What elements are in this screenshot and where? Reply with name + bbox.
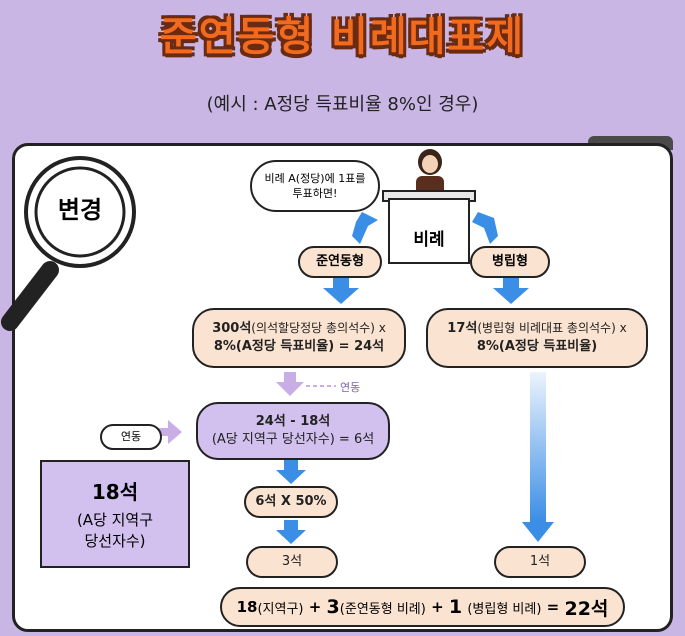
subtract-line-1: 24석 - 18석 xyxy=(255,414,331,430)
page-subtitle: (예시 : A정당 득표비율 8%인 경우) xyxy=(206,94,479,115)
speech-line-1: 비례 A(정당)에 1표를 xyxy=(264,171,366,185)
label-parallel: 병립형 xyxy=(470,246,550,278)
right-result: 1석 xyxy=(494,546,586,578)
district-winners-box: 18석 (A당 지역구 당선자수) xyxy=(40,460,190,568)
ballot-box: 비례 xyxy=(388,198,470,264)
long-arrow-right-head xyxy=(522,522,554,542)
arrow-down-left-2 xyxy=(276,460,306,484)
page-title: 준연동형 비례대표제 xyxy=(159,14,526,60)
total-equation: 18 (지역구) + 3 (준연동형 비례) + 1 (병립형 비례) = 22… xyxy=(220,587,625,627)
arrow-down-left-3 xyxy=(276,520,306,544)
total-parallel-label: (병립형 비례) xyxy=(467,601,542,617)
change-badge: 변경 xyxy=(57,196,103,224)
arrow-lavender-right xyxy=(150,420,182,444)
speech-line-2: 투표하면! xyxy=(292,187,338,200)
half-calc: 6석 X 50% xyxy=(244,486,338,518)
left-result: 3석 xyxy=(246,546,338,578)
calc-subtract: 24석 - 18석 (A당 지역구 당선자수) = 6석 xyxy=(196,402,390,460)
total-result: 22석 xyxy=(564,597,609,620)
link-label-left: 연동 xyxy=(100,424,162,450)
total-plus-2: + xyxy=(431,598,444,616)
calc-parallel: 17석(병립형 비례대표 총의석수) x 8%(A정당 득표비율) xyxy=(426,308,648,368)
calc-left-desc: (의석할당정당 총의석수) x xyxy=(251,321,386,336)
calc-semi-linked: 300석(의석할당정당 총의석수) x 8%(A정당 득표비율) = 24석 xyxy=(192,308,406,368)
label-semi-linked: 준연동형 xyxy=(298,246,382,278)
calc-right-line2: 8%(A정당 득표비율) xyxy=(476,339,598,354)
subtract-line-2: (A당 지역구 당선자수) = 6석 xyxy=(211,432,375,447)
total-eq: = xyxy=(546,598,560,616)
arrow-to-left-label xyxy=(352,212,378,244)
calc-right-seats: 17석 xyxy=(447,321,478,337)
district-line-1: (A당 지역구 xyxy=(76,511,154,529)
total-semi: 3 xyxy=(326,596,340,618)
district-line-2: 당선자수) xyxy=(84,532,146,550)
arrow-down-right-1 xyxy=(493,276,529,304)
calc-left-line2: 8%(A정당 득표비율) = 24석 xyxy=(213,339,385,354)
total-plus-1: + xyxy=(308,598,322,616)
total-district: 18 xyxy=(236,598,258,616)
calc-right-desc: (병립형 비례대표 총의석수) x xyxy=(477,321,627,336)
total-semi-label: (준연동형 비례) xyxy=(339,601,426,617)
long-arrow-right-shaft xyxy=(530,372,546,522)
total-district-label: (지역구) xyxy=(257,601,304,617)
arrow-down-left-1 xyxy=(323,276,359,304)
magnifier-icon xyxy=(1,156,136,331)
district-count: 18석 xyxy=(91,480,139,504)
arrow-lavender-down xyxy=(276,372,304,396)
link-label-right: 연동 xyxy=(340,381,361,394)
total-parallel: 1 xyxy=(448,596,463,618)
calc-left-seats: 300석 xyxy=(212,321,252,337)
arrow-to-right-label xyxy=(472,212,498,244)
